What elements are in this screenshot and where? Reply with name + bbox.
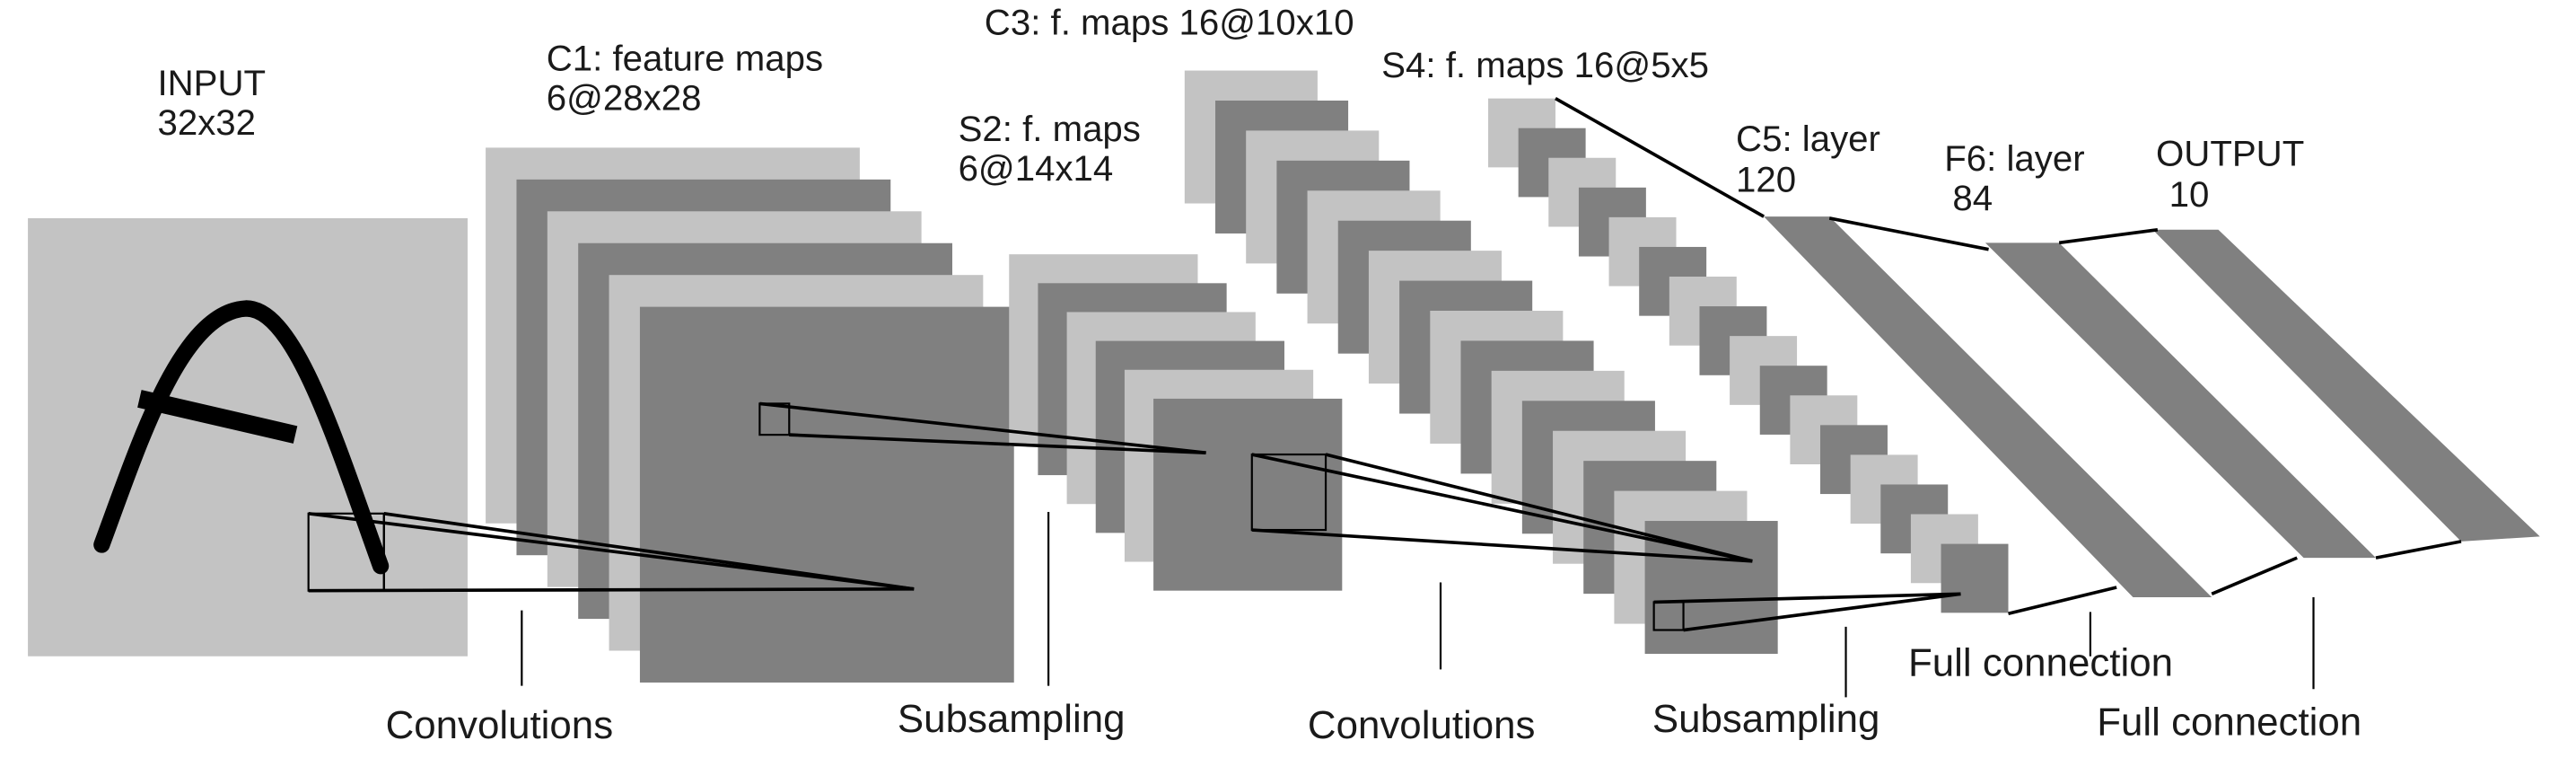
s2-feature-maps-stack	[1009, 254, 1343, 591]
operation-labels: Convolutions Subsampling Convolutions Su…	[386, 641, 2362, 747]
c1-label: C1: feature maps	[547, 39, 823, 79]
layer-labels: INPUT 32x32 C1: feature maps 6@28x28 S2:…	[157, 2, 2304, 217]
s4-feature-maps-stack	[1488, 98, 2009, 613]
op-label-convolutions-2: Convolutions	[1308, 703, 1536, 747]
c5-label: C5: layer	[1736, 119, 1880, 159]
op-label-convolutions-1: Convolutions	[386, 703, 614, 747]
f6-label: F6: layer	[1944, 138, 2084, 179]
f6-size: 84	[1952, 178, 1993, 218]
s2-size: 6@14x14	[959, 148, 1114, 189]
c1-feature-maps-stack	[486, 147, 1014, 683]
input-label: INPUT	[157, 63, 266, 103]
c5-size: 120	[1736, 160, 1796, 200]
s2-map-6	[1153, 398, 1343, 591]
connection-lines	[307, 97, 2462, 632]
c5-layer-band	[1764, 216, 2212, 597]
op-label-subsampling-2: Subsampling	[1652, 697, 1880, 741]
f6-layer-band	[1985, 242, 2376, 559]
operation-ticks	[521, 511, 2315, 698]
input-size: 32x32	[157, 102, 256, 143]
c3-feature-maps-stack	[1184, 70, 1778, 654]
c3-label: C3: f. maps 16@10x10	[985, 2, 1354, 42]
input-layer	[28, 217, 468, 657]
input-map	[28, 217, 468, 657]
op-label-full-connection-2: Full connection	[2097, 700, 2361, 744]
s4-map-16	[1941, 543, 2009, 613]
op-label-full-connection-1: Full connection	[1908, 641, 2173, 685]
output-layer-band	[2152, 229, 2540, 542]
s4-label: S4: f. maps 16@5x5	[1381, 45, 1709, 85]
output-label: OUTPUT	[2156, 134, 2304, 174]
op-label-subsampling-1: Subsampling	[898, 697, 1126, 741]
fc-layers	[1764, 216, 2540, 597]
s2-label: S2: f. maps	[959, 109, 1141, 149]
output-size: 10	[2169, 174, 2210, 215]
c1-map-6	[639, 306, 1014, 683]
input-glyph-a	[93, 300, 390, 575]
c1-size: 6@28x28	[547, 77, 702, 118]
